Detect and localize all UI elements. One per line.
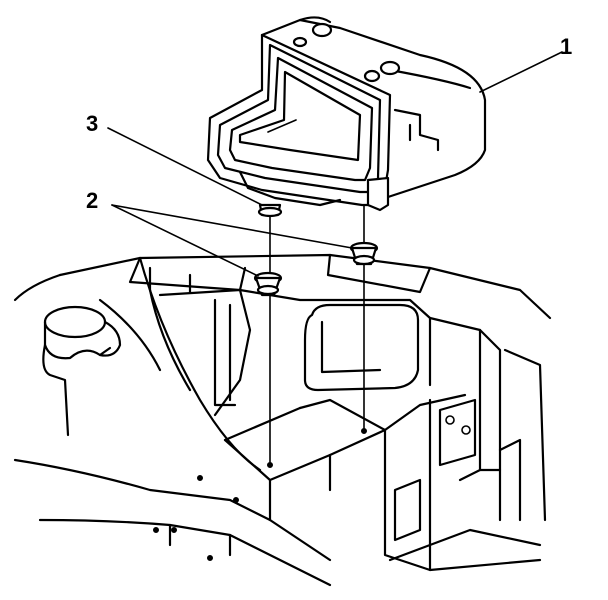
callout-leaders — [107, 51, 563, 277]
installation-guide-lines — [267, 205, 367, 468]
callout-3-label: 3 — [86, 111, 99, 136]
leader-3 — [107, 127, 263, 206]
mounting-grommets — [253, 203, 379, 297]
callout-2-label: 2 — [86, 188, 99, 213]
grommet-right-flange — [352, 254, 376, 266]
grommet-left-flange — [256, 284, 280, 296]
leader-2a — [111, 204, 259, 277]
fluid-reservoir — [42, 305, 122, 437]
grommet-3-flange — [257, 206, 283, 218]
leader-1 — [479, 51, 563, 93]
leader-2b — [111, 204, 353, 249]
vehicle-body-structure — [13, 253, 552, 587]
module-housing — [206, 16, 487, 212]
callout-1-label: 1 — [560, 34, 573, 59]
